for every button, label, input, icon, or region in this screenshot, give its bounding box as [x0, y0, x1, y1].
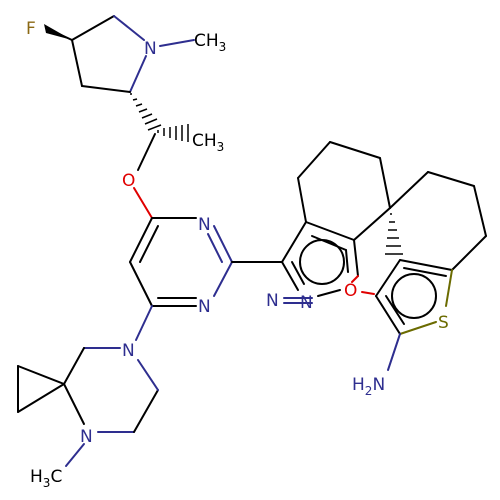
chx-b1 [297, 141, 331, 179]
ar-inner3 [291, 261, 305, 285]
atom-o-ring: O [344, 281, 357, 301]
th-b3 [399, 321, 437, 335]
chx-b2 [329, 141, 381, 159]
atom-n-nitrile-2: N [300, 293, 313, 313]
hash-bond-1 [130, 93, 162, 131]
ring-circle-thiophene [391, 273, 437, 319]
atom-h3c: H3C [30, 467, 62, 490]
bond-n-c-lower [129, 55, 147, 93]
aromatic-rings [299, 239, 437, 319]
pyr-inner-2 [207, 233, 223, 263]
pyr-b3 [213, 261, 233, 297]
bond-c-n-top [113, 15, 145, 41]
atom-nh2: H2N [352, 375, 385, 398]
pyr-b6 [129, 217, 153, 263]
wedge-f [44, 24, 72, 40]
pyr-b2 [213, 225, 233, 263]
bond-o-pyr [133, 187, 153, 219]
chx-b3 [379, 157, 391, 209]
atom-n-pyrimidine-top: N [198, 215, 211, 235]
chx2-b3 [473, 185, 487, 237]
pip-b5 [133, 389, 159, 433]
bond-c-c-left [81, 85, 131, 93]
th-b1 [399, 259, 453, 271]
atom-n-pyrimidine-bottom: N [198, 297, 211, 317]
bond-pyr-npip [135, 305, 153, 341]
chx2-b1 [389, 171, 429, 209]
pyr-b5 [129, 261, 153, 307]
hash-bond-2 [157, 124, 189, 142]
ar-b4 [281, 261, 299, 291]
chx-b4 [297, 177, 307, 223]
ring-circle-pyridine [299, 239, 345, 285]
atom-s-thiophene: S [438, 313, 449, 333]
atom-n-methylamine: N [80, 427, 93, 447]
th-b4i [385, 295, 405, 325]
ar-inner [311, 235, 347, 251]
cp-b1 [17, 365, 65, 385]
bond-o-c [361, 291, 375, 295]
th-b5 [375, 259, 401, 297]
pip-b3 [63, 383, 85, 425]
nitrile-3 [317, 289, 341, 297]
bonds [17, 15, 487, 467]
cp-b3 [17, 383, 65, 413]
atom-f: F [26, 19, 36, 39]
th-b1i [403, 267, 447, 277]
ar-b3 [281, 221, 307, 263]
bond-n-ch3 [159, 39, 195, 47]
bond-c-c-top [71, 15, 115, 41]
bond-nh2 [387, 333, 401, 371]
atom-n-pyrrolidine: N [144, 39, 157, 59]
th-b2 [445, 269, 453, 307]
atom-n-piperazine: N [122, 341, 135, 361]
pip-b6 [137, 359, 159, 391]
ar-b2 [353, 207, 391, 241]
atom-n-nitrile-1: N [266, 291, 279, 311]
pyr-inner-1 [139, 225, 159, 263]
bond-n-me [65, 443, 85, 467]
pip-b2 [63, 347, 85, 385]
bond-ch-o [137, 133, 156, 171]
chx2-b2 [427, 171, 475, 187]
atom-labels: F N CH3 CH3 O N N N N H3C N N O S H2N [26, 19, 449, 490]
atom-ch3-ethyl: CH3 [192, 131, 224, 154]
th-b4 [375, 295, 401, 335]
ar-b1 [305, 221, 355, 241]
bond-c-c-left2 [71, 39, 83, 87]
atom-ch3-pyrrolidine: CH3 [194, 31, 226, 54]
ar-inner2 [345, 249, 349, 273]
ar-b5 [353, 239, 359, 277]
atom-o-ether: O [122, 171, 135, 191]
bond-c-o [351, 275, 359, 283]
hash-spiro [385, 213, 403, 255]
chx2-b4 [451, 235, 487, 271]
